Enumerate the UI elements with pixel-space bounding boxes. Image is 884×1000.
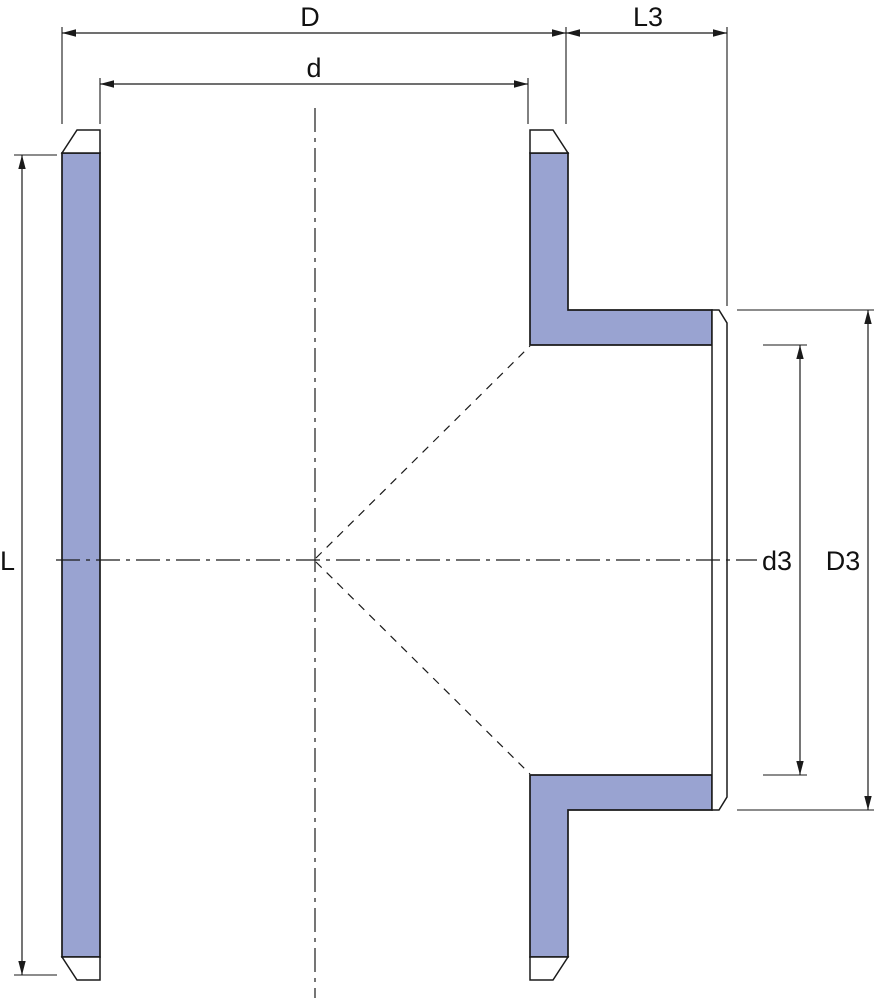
dimension-label-d3: d3: [762, 546, 792, 576]
arrowhead-right: [514, 80, 528, 88]
arrowhead-right: [552, 29, 566, 37]
dimension-label-D3: D3: [826, 546, 861, 576]
dimension-L3: L3: [566, 2, 728, 306]
socket-chamfer-top-left: [60, 129, 101, 154]
arrowhead-left: [566, 29, 580, 37]
arrowhead-top: [18, 155, 26, 169]
arrowhead-left: [100, 80, 114, 88]
dimension-label-L: L: [0, 546, 15, 576]
socket-chamfer-top-right: [529, 129, 570, 154]
dimension-label-D: D: [300, 2, 320, 32]
dimension-D3: D3: [737, 309, 874, 811]
arrowhead-left: [62, 29, 76, 37]
socket-chamfer-bottom-right: [529, 956, 570, 981]
arrowhead-top: [796, 345, 804, 359]
arrowhead-bottom: [796, 761, 804, 775]
bore-intersection-line-upper: [315, 345, 531, 559]
dimension-d3: d3: [762, 344, 807, 776]
arrowhead-bottom: [864, 796, 872, 810]
arrowhead-right: [713, 29, 727, 37]
tee-body: [60, 129, 728, 981]
dimension-label-L3: L3: [633, 2, 663, 32]
dimension-L: L: [0, 154, 57, 976]
dimension-label-d: d: [306, 53, 321, 83]
arrowhead-top: [864, 310, 872, 324]
left-wall-section: [61, 152, 101, 958]
bore-intersection-line-lower: [315, 561, 531, 775]
lower-right-wall-section: [529, 774, 713, 958]
centerlines: [56, 108, 757, 998]
socket-chamfer-bottom-left: [60, 956, 101, 981]
upper-right-wall-section: [529, 152, 713, 346]
dimension-d: d: [99, 53, 529, 124]
dimension-D: D: [61, 2, 567, 124]
arrowhead-bottom: [18, 961, 26, 975]
